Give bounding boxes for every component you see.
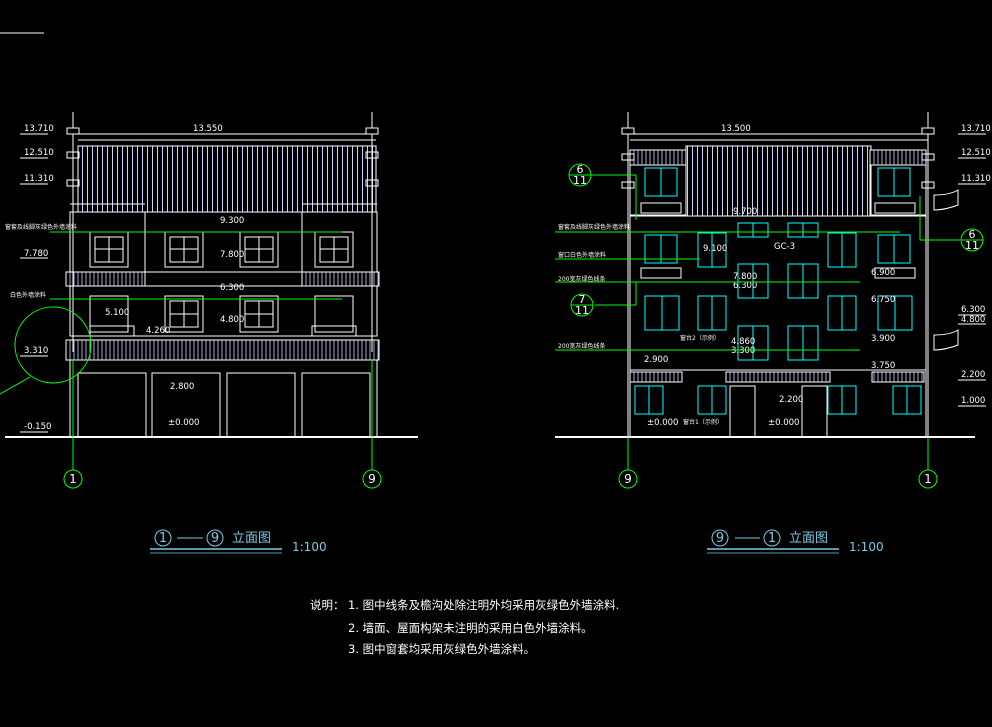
- level-label: 2.200: [779, 395, 803, 405]
- annotation: 窗台2（示例）: [680, 334, 720, 342]
- note-item: 3. 图中窗套均采用灰绿色外墙涂料。: [348, 642, 535, 656]
- axis-label: 9: [368, 472, 376, 486]
- level-label: 9.100: [703, 244, 727, 254]
- window-tag: GC-3: [774, 242, 795, 252]
- axis-bubble: [918, 469, 938, 489]
- level-label: 4.260: [146, 326, 170, 336]
- level-label: 6.900: [871, 268, 895, 278]
- level-label: 6.300: [220, 283, 244, 293]
- svg-text:11: 11: [965, 239, 979, 252]
- svg-text:1:100: 1:100: [849, 540, 884, 554]
- axis-bubble: [362, 469, 382, 489]
- notes-label: 说明：: [310, 598, 345, 612]
- level-label: 2.800: [170, 382, 194, 392]
- level-label: 4.800: [220, 315, 244, 325]
- level-label: 11.310: [24, 174, 54, 184]
- level-label: ±0.000: [647, 418, 678, 428]
- level-label: 3.300: [731, 346, 755, 356]
- svg-text:7: 7: [579, 293, 586, 306]
- svg-text:1: 1: [768, 531, 776, 546]
- level-label: 9.700: [733, 207, 757, 217]
- axis-label: 1: [924, 472, 932, 486]
- level-label: 4.800: [961, 315, 985, 325]
- level-label: 9.300: [220, 216, 244, 226]
- annotation: 200宽灰绿色线条: [558, 275, 605, 283]
- annotation: 白色外墙涂料: [10, 291, 46, 299]
- level-label: 6.300: [733, 281, 757, 291]
- svg-text:6: 6: [577, 163, 584, 176]
- roof-ornaments: [621, 112, 959, 437]
- level-label: 2.900: [644, 355, 668, 365]
- level-label: 3.310: [24, 346, 48, 356]
- level-label: 7.800: [733, 272, 757, 282]
- right-elevation: 13.500 13.710 12.510 11.310 6.300 4.800 …: [555, 112, 991, 554]
- level-label: 5.100: [105, 308, 129, 318]
- axis-bubble: [63, 469, 83, 489]
- left-elevation: 13.710 12.510 11.310 7.780 3.310 -0.150 …: [0, 112, 418, 554]
- svg-text:1: 1: [159, 531, 167, 546]
- level-label: 3.900: [871, 334, 895, 344]
- level-label: 7.800: [220, 250, 244, 260]
- svg-text:9: 9: [211, 531, 219, 546]
- width-dimension: 13.550: [193, 124, 223, 134]
- axis-label: 9: [624, 472, 632, 486]
- detail-tag: 6 11: [960, 228, 984, 252]
- annotation: 窗口白色外墙涂料: [558, 251, 606, 259]
- window-set-cyan: [634, 167, 922, 415]
- svg-text:6: 6: [969, 228, 976, 241]
- level-label: ±0.000: [168, 418, 199, 428]
- width-dimension: 13.500: [721, 124, 751, 134]
- level-label: 11.310: [961, 174, 991, 184]
- axis-bubble: [618, 469, 638, 489]
- level-label: -0.150: [24, 422, 51, 432]
- svg-text:立面图: 立面图: [789, 531, 828, 546]
- roof: [77, 145, 377, 213]
- level-label: 3.750: [871, 361, 895, 371]
- level-label: 13.710: [24, 124, 54, 134]
- level-label: 6.750: [871, 295, 895, 305]
- level-label: 13.710: [961, 124, 991, 134]
- detail-tag: 6 11: [568, 163, 592, 187]
- axis-label: 1: [69, 472, 77, 486]
- annotation: 窗套及线脚灰绿色外墙涂料: [5, 223, 77, 231]
- annotation: 窗台1（示例）: [683, 418, 723, 426]
- level-label: 4.860: [731, 337, 755, 347]
- note-item: 1. 图中线条及檐沟处除注明外均采用灰绿色外墙涂料.: [348, 598, 619, 612]
- level-label: 1.000: [961, 396, 985, 406]
- level-label: 6.300: [961, 305, 985, 315]
- detail-tag: 7 11: [570, 293, 594, 317]
- general-notes: 说明： 1. 图中线条及檐沟处除注明外均采用灰绿色外墙涂料. 2. 墙面、屋面构…: [310, 598, 619, 656]
- level-label: ±0.000: [768, 418, 799, 428]
- level-label: 12.510: [24, 148, 54, 158]
- detail-circle: [14, 306, 92, 384]
- svg-text:11: 11: [573, 174, 587, 187]
- level-label: 2.200: [961, 370, 985, 380]
- svg-text:9: 9: [716, 531, 724, 546]
- window-set-middle: [89, 295, 357, 337]
- svg-text:11: 11: [575, 304, 589, 317]
- svg-text:1:100: 1:100: [292, 540, 327, 554]
- level-label: 7.780: [24, 249, 48, 259]
- left-title: 1 9 立面图 1:100: [150, 529, 327, 554]
- svg-text:立面图: 立面图: [232, 531, 271, 546]
- note-item: 2. 墙面、屋面构架未注明的采用白色外墙涂料。: [348, 621, 593, 635]
- right-title: 9 1 立面图 1:100: [707, 529, 884, 554]
- annotation: 200宽灰绿色线条: [558, 342, 605, 350]
- window-set-upper: [89, 231, 354, 268]
- level-label: 12.510: [961, 148, 991, 158]
- annotation: 窗套及线脚灰绿色外墙涂料: [558, 223, 630, 231]
